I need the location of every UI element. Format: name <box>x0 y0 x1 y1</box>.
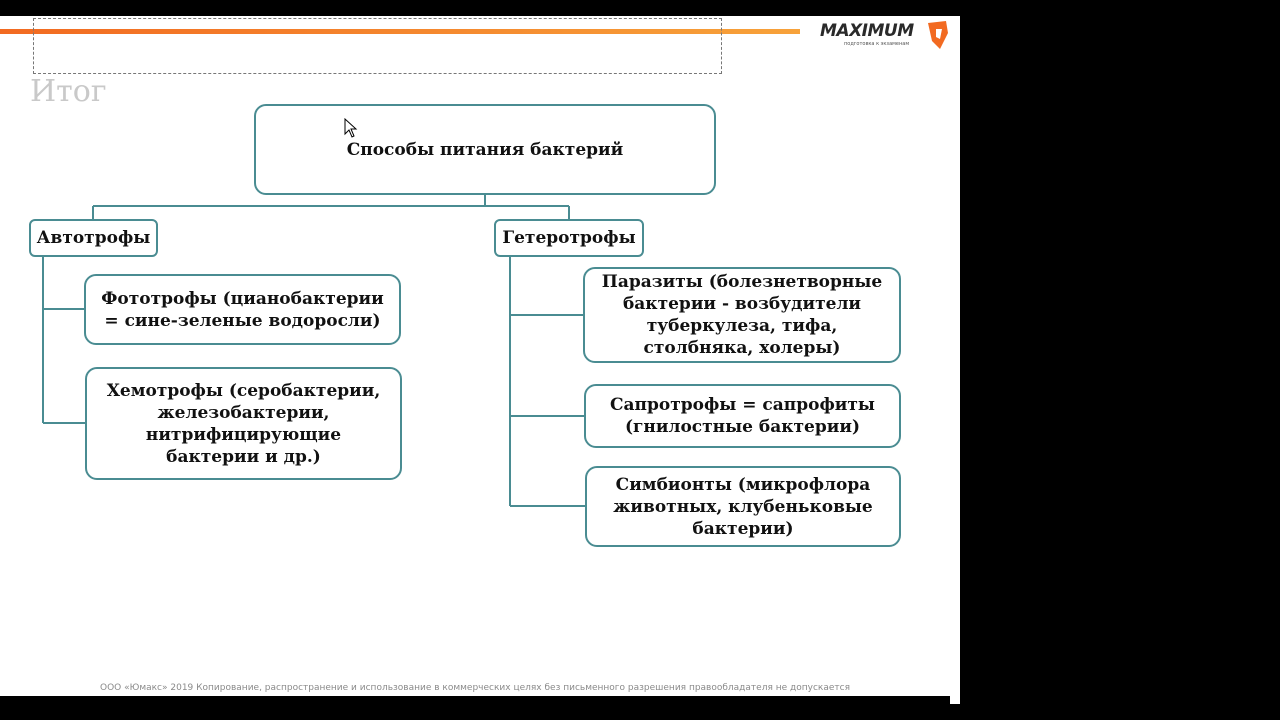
mouse-cursor-icon <box>344 118 358 138</box>
node-heterotrophs: Гетеротрофы <box>494 219 644 257</box>
node-autotrophs-label: Автотрофы <box>36 228 151 248</box>
slide-subtitle: Итог <box>30 74 107 109</box>
logo-mark-icon <box>928 21 948 49</box>
node-heterotrophs-label: Гетеротрофы <box>502 228 636 248</box>
symbionts-line-2: животных, клубеньковые <box>613 496 873 517</box>
symbionts-line-1: Симбионты (микрофлора <box>615 474 871 495</box>
parasites-line-2: бактерии - возбудители <box>622 294 862 314</box>
chemotrophs-line-2: железобактерии, <box>157 402 330 423</box>
chemotrophs-line-4: бактерии и др.) <box>166 446 321 467</box>
parasites-line-4: столбняка, холеры) <box>643 338 841 358</box>
root-node: Способы питания бактерий <box>254 104 716 195</box>
title-placeholder[interactable] <box>33 18 722 74</box>
chemotrophs-line-1: Хемотрофы (серобактерии, <box>106 380 381 401</box>
orange-header-bar <box>0 29 800 34</box>
symbionts-line-3: бактерии) <box>692 518 794 539</box>
saprotrophs-line-2: (гнилостные бактерии) <box>624 417 861 437</box>
node-phototrophs: Фототрофы (цианобактерии = сине-зеленые … <box>84 274 401 345</box>
parasites-line-1: Паразиты (болезнетворные <box>601 272 883 292</box>
copyright-footer: ООО «Юмакс» 2019 Копирование, распростра… <box>99 683 850 693</box>
node-symbionts: Симбионты (микрофлора животных, клубеньк… <box>585 466 901 547</box>
parasites-line-3: туберкулеза, тифа, <box>646 316 838 336</box>
logo-tagline: подготовка к экзаменам <box>844 41 910 47</box>
chemotrophs-line-3: нитрифицирующие <box>145 424 342 445</box>
connector-lines <box>42 194 586 507</box>
phototrophs-line-2: = сине-зеленые водоросли) <box>104 310 381 331</box>
node-chemotrophs: Хемотрофы (серобактерии, железобактерии,… <box>85 367 402 480</box>
node-parasites: Паразиты (болезнетворные бактерии - возб… <box>583 267 901 363</box>
slide: Итог MAXIMUM подготовка к экзаменам Спос… <box>0 16 950 696</box>
node-autotrophs: Автотрофы <box>29 219 158 257</box>
saprotrophs-line-1: Сапротрофы = сапрофиты <box>610 395 875 415</box>
window-edge <box>950 16 960 704</box>
phototrophs-line-1: Фототрофы (цианобактерии <box>101 288 384 309</box>
root-node-label: Способы питания бактерий <box>346 139 624 160</box>
logo-wordmark: MAXIMUM <box>820 21 914 41</box>
maximum-logo: MAXIMUM подготовка к экзаменам <box>820 19 950 53</box>
node-saprotrophs: Сапротрофы = сапрофиты (гнилостные бакте… <box>584 384 901 448</box>
